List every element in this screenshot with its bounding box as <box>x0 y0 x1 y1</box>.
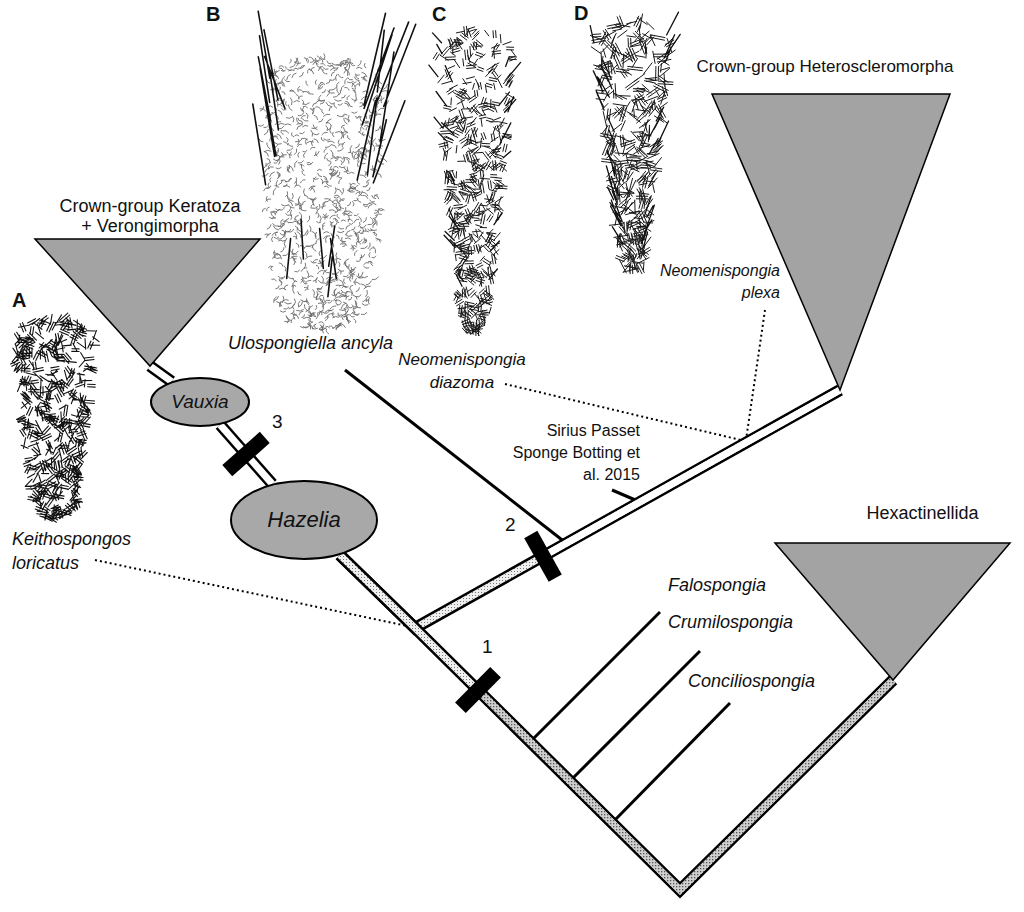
taxon-name: Vauxia <box>171 392 228 413</box>
clade-heading: Crown-group Heteroscleromorpha <box>690 56 960 78</box>
taxon-label: Crumilospongia <box>668 612 793 634</box>
fossil-note: Sirius Passet Sponge Botting et al. 2015 <box>500 420 640 486</box>
callout-number: 1 <box>482 636 493 659</box>
clade-triangle-shape <box>712 94 950 390</box>
panel-letter: B <box>206 2 220 26</box>
taxon-ellipse-shape <box>151 378 249 426</box>
taxon-ellipse-shape <box>231 481 377 559</box>
clade-triangle: Hexactinellida <box>770 502 1015 682</box>
clade-heading: Hexactinellida <box>830 502 1015 524</box>
taxon-name: Hazelia <box>267 508 340 532</box>
clade-heading: Crown-group Keratoza + Verongimorpha <box>52 196 248 236</box>
dotted-leader <box>746 310 765 440</box>
panel-letter: D <box>574 1 588 25</box>
branch-fill <box>220 425 272 484</box>
panel-letter: A <box>12 288 26 312</box>
taxon-label: Neomenispongia plexa <box>640 260 780 304</box>
branch-fill <box>340 390 840 628</box>
branch-outline <box>340 390 840 628</box>
clade-triangle-shape <box>35 239 260 366</box>
tree-branch <box>340 555 893 890</box>
clade-triangle: Crown-group Heteroscleromorpha <box>690 56 960 392</box>
spicule-needles <box>590 12 680 247</box>
branch-outline <box>340 555 893 890</box>
taxon-ellipse: Vauxia <box>150 377 250 427</box>
branch-fill <box>340 555 893 890</box>
taxon-label: Falospongia <box>668 575 766 597</box>
taxon-label: Conciliospongia <box>688 671 815 693</box>
branch-outline <box>150 366 172 382</box>
panel-letter: C <box>432 2 446 26</box>
sponge-illustration <box>11 313 100 522</box>
branch-outline <box>220 425 272 484</box>
spicule-needles <box>429 33 521 286</box>
sponge-illustration <box>433 26 516 335</box>
tree-branch <box>150 366 172 382</box>
taxon-label: Ulospongiella ancyla <box>228 333 393 355</box>
callout-number: 2 <box>505 514 516 537</box>
clade-triangle-shape <box>775 543 1010 680</box>
spicule-needles <box>253 11 416 296</box>
character-bar <box>524 531 562 582</box>
callout-number: 3 <box>272 411 283 434</box>
triangle-outline <box>770 502 1015 682</box>
taxon-label: Neomenispongia diazoma <box>397 348 527 394</box>
character-bar <box>455 667 501 713</box>
tree-branch <box>340 390 840 628</box>
dotted-leader <box>95 560 412 627</box>
taxon-branch <box>530 612 660 742</box>
triangle-outline <box>690 56 960 392</box>
tree-branch <box>220 425 272 484</box>
branch-fill <box>478 680 893 890</box>
sponge-illustration <box>590 14 675 274</box>
branch-fill <box>150 366 172 382</box>
taxon-branch <box>612 703 730 823</box>
taxon-branch <box>570 651 700 781</box>
taxon-ellipse: Hazelia <box>230 480 378 560</box>
taxon-label: Keithospongos loricatus <box>12 527 142 575</box>
character-bar <box>222 432 269 476</box>
